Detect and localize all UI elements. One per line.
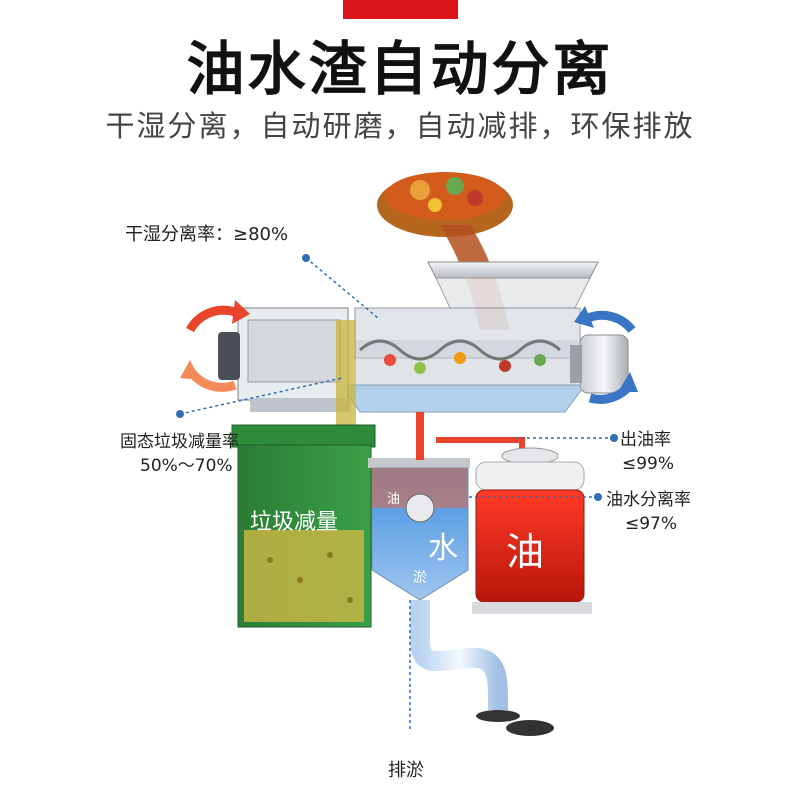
oil-barrel-text: 油 <box>506 530 545 574</box>
sludge-drain-label: 排淤 <box>388 760 424 781</box>
motor-unit <box>570 334 629 394</box>
rotation-arrow-left-icon <box>180 300 250 392</box>
top-accent-bar <box>343 0 458 19</box>
rotation-arrow-right-icon <box>574 306 638 404</box>
food-bowl-icon <box>377 172 513 237</box>
annotation-lines <box>179 257 614 730</box>
solid-waste-reduction-label: 固态垃圾减量率 <box>120 432 239 452</box>
page-subtitle: 干湿分离，自动研磨，自动减排，环保排放 <box>105 109 695 143</box>
page-title: 油水渣自动分离 <box>186 35 614 103</box>
water-tank <box>368 458 470 601</box>
waste-reduction-text: 垃圾减量 <box>250 510 339 535</box>
annotation-dots <box>176 254 618 501</box>
solid-waste-reduction-value: 50%～70% <box>140 456 233 476</box>
screw-press-unit <box>218 307 350 412</box>
water-tank-sludge-text: 淤 <box>413 570 427 586</box>
oil-water-separation-rate-label: 油水分离率 <box>606 490 691 510</box>
sludge-drain-pipe <box>410 600 554 736</box>
feed-hopper <box>427 261 599 309</box>
oil-barrel <box>472 447 592 614</box>
oil-output-rate-label: 出油率 <box>620 430 671 450</box>
waste-bin <box>231 424 376 628</box>
grinding-chamber <box>339 307 586 413</box>
dry-wet-separation-rate-label: 干湿分离率：≥80% <box>125 224 289 245</box>
water-tank-text: 水 <box>428 531 458 566</box>
water-tank-oil-layer-text: 油 <box>387 492 401 507</box>
oil-water-separation-rate-value: ≤97% <box>625 514 678 534</box>
oil-output-rate-value: ≤99% <box>622 454 675 474</box>
